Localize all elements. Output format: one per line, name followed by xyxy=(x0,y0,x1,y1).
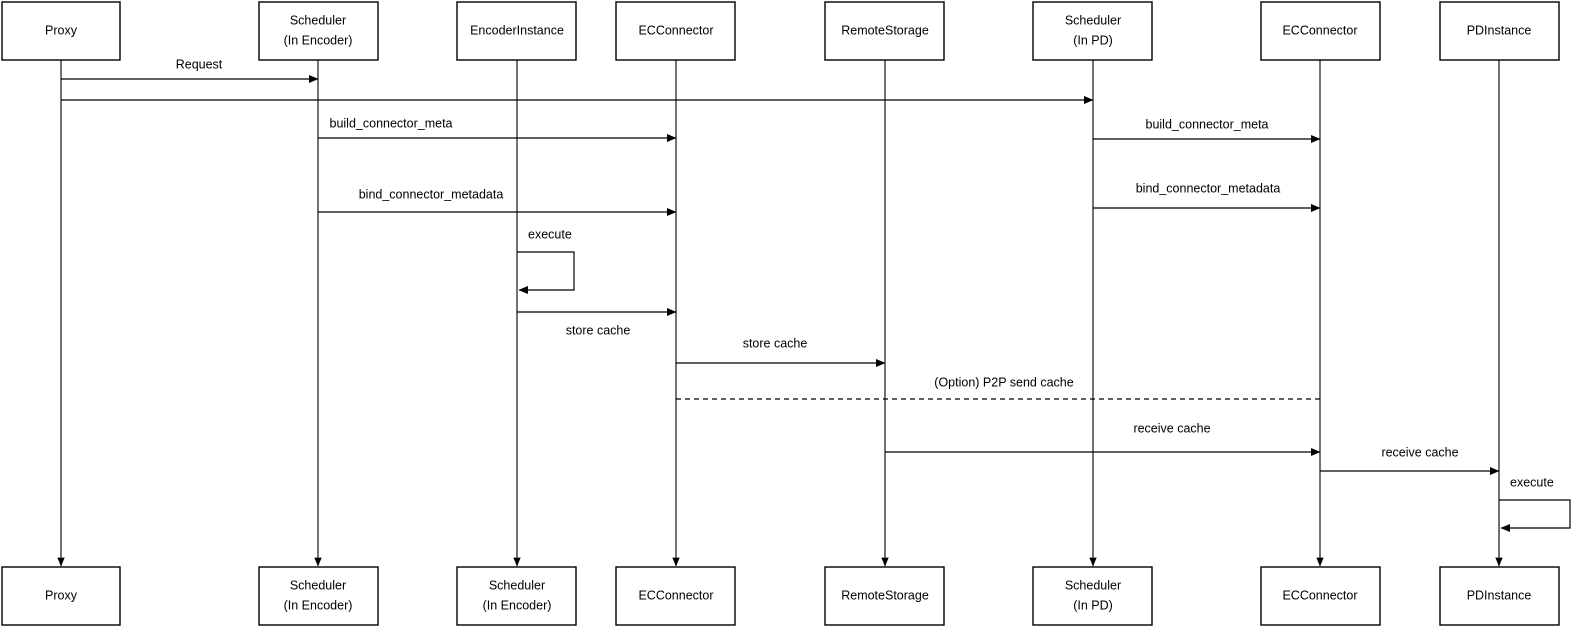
message-label: (Option) P2P send cache xyxy=(934,375,1073,389)
participant-box xyxy=(824,1,945,61)
participant-label-line1: Proxy xyxy=(45,588,78,602)
participant-box xyxy=(1,1,121,61)
participant-label-line1: Scheduler xyxy=(1065,578,1121,592)
participant-box xyxy=(1,566,121,626)
participant-label-line2: (In PD) xyxy=(1073,33,1113,47)
message-label: build_connector_meta xyxy=(1146,117,1269,131)
self-messages-layer: execute execute xyxy=(517,227,1571,533)
message-label: receive cache xyxy=(1133,421,1210,435)
message-msg-receive-cache-pd: receive cache xyxy=(1320,445,1500,476)
footer-remote-storage-footer: RemoteStorage xyxy=(824,566,945,626)
self-message-path xyxy=(517,251,575,295)
message-msg-request: Request xyxy=(61,57,319,84)
participant-label-line1: PDInstance xyxy=(1467,588,1532,602)
footer-pd-instance-footer: PDInstance xyxy=(1439,566,1560,626)
self-message-label: execute xyxy=(1510,475,1554,489)
participant-box xyxy=(1439,566,1560,626)
footer-proxy-footer: Proxy xyxy=(1,566,121,626)
lifelines-layer xyxy=(57,60,1503,567)
header-pd-instance: PDInstance xyxy=(1439,1,1560,61)
message-label: build_connector_meta xyxy=(330,116,453,130)
message-msg-build-connector-meta-pd: build_connector_meta xyxy=(1093,117,1321,144)
participant-box xyxy=(258,566,379,626)
message-label: store cache xyxy=(566,323,631,337)
participant-label-line1: ECConnector xyxy=(638,588,713,602)
self-message-label: execute xyxy=(528,227,572,241)
participant-box xyxy=(1032,1,1153,61)
participant-label-line1: Scheduler xyxy=(489,578,545,592)
self-message-self-execute-encoder: execute xyxy=(517,227,575,295)
participant-box xyxy=(1260,566,1381,626)
message-label: Request xyxy=(176,57,223,71)
participant-box xyxy=(1439,1,1560,61)
participant-box xyxy=(258,1,379,61)
participant-label-line2: (In PD) xyxy=(1073,598,1113,612)
footer-ec-connector-pd-footer: ECConnector xyxy=(1260,566,1381,626)
message-msg-store-cache-enc: store cache xyxy=(517,307,677,337)
participant-label-line1: Scheduler xyxy=(1065,13,1121,27)
participant-label-line2: (In Encoder) xyxy=(284,33,353,47)
participant-box xyxy=(456,1,577,61)
footer-scheduler-encoder-footer-2: Scheduler (In Encoder) xyxy=(456,566,577,626)
message-msg-receive-cache-ec: receive cache xyxy=(885,421,1321,457)
header-remote-storage: RemoteStorage xyxy=(824,1,945,61)
footer-ec-connector-enc-footer: ECConnector xyxy=(615,566,736,626)
participant-label-line1: EncoderInstance xyxy=(470,23,564,37)
header-participant-boxes: Proxy Scheduler (In Encoder) EncoderInstanc… xyxy=(1,1,1560,61)
participant-box xyxy=(615,566,736,626)
messages-layer: Request build_connector_meta build_connect… xyxy=(61,57,1500,476)
header-encoder-instance: EncoderInstance xyxy=(456,1,577,61)
participant-box xyxy=(456,566,577,626)
participant-label-line1: PDInstance xyxy=(1467,23,1532,37)
header-scheduler-encoder: Scheduler (In Encoder) xyxy=(258,1,379,61)
participant-label-line1: Scheduler xyxy=(290,578,346,592)
participant-label-line2: (In Encoder) xyxy=(483,598,552,612)
participant-label-line1: ECConnector xyxy=(638,23,713,37)
message-label: bind_connector_metadata xyxy=(359,187,504,201)
self-message-self-execute-pd: execute xyxy=(1499,475,1571,533)
header-proxy: Proxy xyxy=(1,1,121,61)
footer-scheduler-encoder-footer: Scheduler (In Encoder) xyxy=(258,566,379,626)
participant-label-line1: Scheduler xyxy=(290,13,346,27)
participant-box xyxy=(1032,566,1153,626)
participant-label-line1: ECConnector xyxy=(1282,588,1357,602)
message-msg-build-connector-meta-enc: build_connector_meta xyxy=(318,116,677,143)
footer-participant-boxes: Proxy Scheduler (In Encoder) Scheduler (In E… xyxy=(1,566,1560,626)
participant-label-line2: (In Encoder) xyxy=(284,598,353,612)
participant-label-line1: RemoteStorage xyxy=(841,588,929,602)
self-message-path xyxy=(1499,499,1571,533)
header-ec-connector-enc: ECConnector xyxy=(615,1,736,61)
message-label: store cache xyxy=(743,336,808,350)
header-ec-connector-pd: ECConnector xyxy=(1260,1,1381,61)
message-msg-bind-connector-metadata-pd: bind_connector_metadata xyxy=(1093,181,1321,213)
message-label: receive cache xyxy=(1381,445,1458,459)
participant-box xyxy=(615,1,736,61)
message-msg-store-cache-remote: store cache xyxy=(676,336,886,368)
message-label: bind_connector_metadata xyxy=(1136,181,1281,195)
participant-box xyxy=(824,566,945,626)
message-msg-p2p-send-cache: (Option) P2P send cache xyxy=(676,375,1320,400)
participant-label-line1: Proxy xyxy=(45,23,78,37)
footer-scheduler-pd-footer: Scheduler (In PD) xyxy=(1032,566,1153,626)
message-msg-bind-connector-metadata-enc: bind_connector_metadata xyxy=(318,187,677,217)
header-scheduler-pd: Scheduler (In PD) xyxy=(1032,1,1153,61)
participant-box xyxy=(1260,1,1381,61)
participant-label-line1: RemoteStorage xyxy=(841,23,929,37)
participant-label-line1: ECConnector xyxy=(1282,23,1357,37)
